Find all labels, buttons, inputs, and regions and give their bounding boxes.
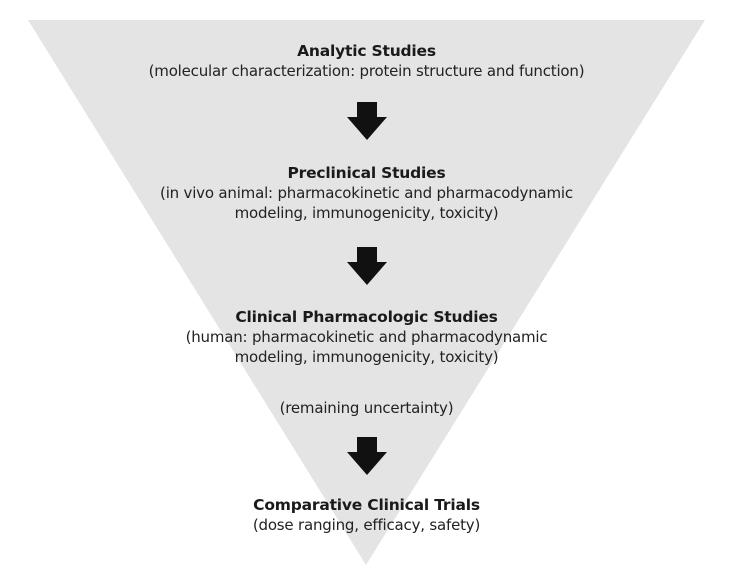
stage-description-line: (dose ranging, efficacy, safety) <box>252 516 481 534</box>
down-arrow-icon <box>347 437 387 475</box>
stage-title: Clinical Pharmacologic Studies <box>235 308 498 326</box>
stage-preclinical-studies: Preclinical Studies (in vivo animal: pha… <box>0 163 733 223</box>
remaining-uncertainty-note: (remaining uncertainty) <box>279 399 454 417</box>
stage-description-line: (human: pharmacokinetic and pharmacodyna… <box>185 328 548 346</box>
stage-description-line: modeling, immunogenicity, toxicity) <box>234 204 499 222</box>
stage-description-line: (in vivo animal: pharmacokinetic and pha… <box>160 184 573 202</box>
stage-title: Comparative Clinical Trials <box>253 496 480 514</box>
funnel-background <box>28 20 705 565</box>
stage-description-line: modeling, immunogenicity, toxicity) <box>234 348 499 366</box>
stage-comparative-clinical-trials: Comparative Clinical Trials (dose rangin… <box>0 495 733 535</box>
stage-clinical-pharmacologic-studies: Clinical Pharmacologic Studies (human: p… <box>0 307 733 367</box>
stage-analytic-studies: Analytic Studies (molecular characteriza… <box>0 41 733 81</box>
stage-title: Preclinical Studies <box>287 164 446 182</box>
stage-title: Analytic Studies <box>297 42 436 60</box>
down-arrow-icon <box>347 102 387 140</box>
stage-description-line: (molecular characterization: protein str… <box>148 62 585 80</box>
down-arrow-icon <box>347 247 387 285</box>
